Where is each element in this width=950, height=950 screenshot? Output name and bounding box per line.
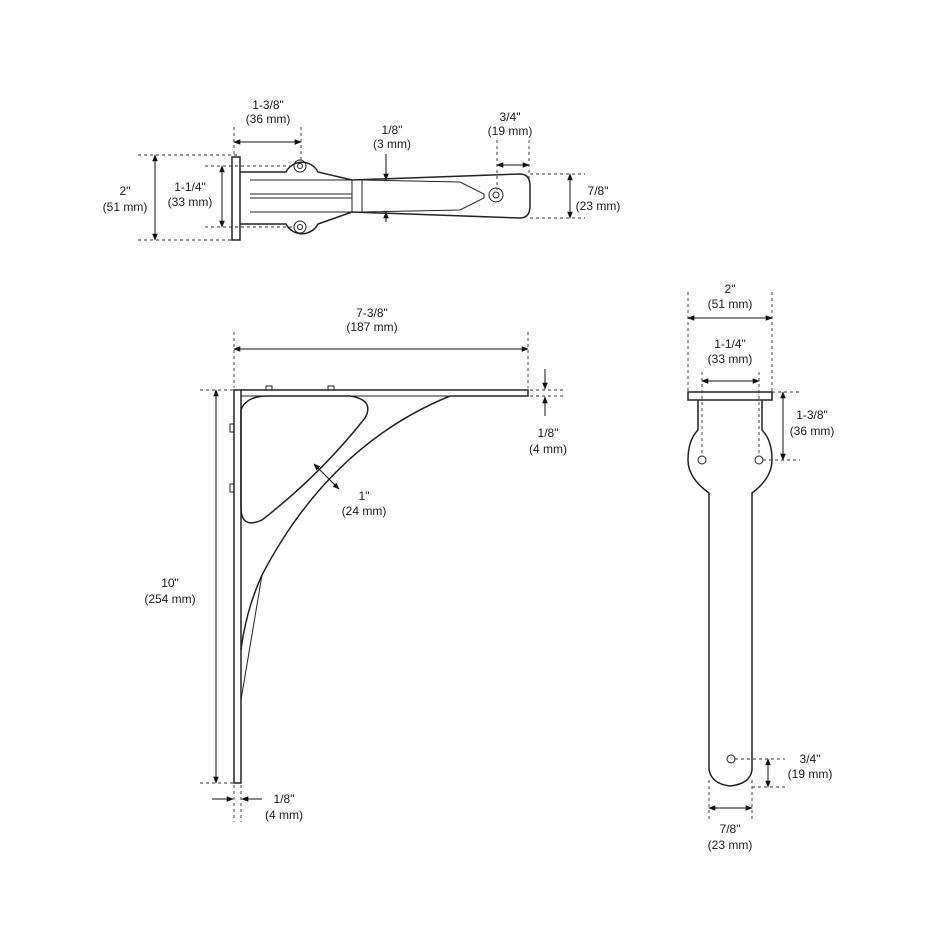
top-dim-plate-width-in: 2" [120,184,131,198]
top-dim-plate-width-mm: (51 mm) [103,200,148,214]
top-dim-plate-offset-mm: (36 mm) [246,112,291,126]
front-dim-leg-width-mm: (23 mm) [708,838,753,852]
top-dim-arm-width-mm: (23 mm) [576,199,621,213]
top-dim-hole-spacing-mm: (33 mm) [168,195,213,209]
top-view: 1-3/8" (36 mm) 1/8" (3 mm) 3/4" (19 mm) … [103,98,621,241]
front-dim-hole-drop-in: 1-3/8" [796,408,828,422]
front-dim-bottom-hole-mm: (19 mm) [788,767,833,781]
front-dim-plate-width-in: 2" [725,282,736,296]
front-dim-bottom-hole-in: 3/4" [800,752,821,766]
side-view: 7-3/8" (187 mm) 1/8" (4 mm) 1" (24 mm) 1… [144,306,567,822]
side-view-part-outline [229,385,529,784]
side-dim-top-thickness-mm: (4 mm) [529,442,567,456]
top-dim-slot-height-in: 1/8" [382,123,403,137]
front-dim-hole-spacing-in: 1-1/4" [714,337,746,351]
top-dim-hole-spacing-in: 1-1/4" [174,180,206,194]
front-dim-leg-width-in: 7/8" [720,822,741,836]
side-dim-top-thickness-in: 1/8" [538,426,559,440]
side-dim-depth-in: 7-3/8" [356,306,388,320]
top-dim-arm-width-in: 7/8" [588,184,609,198]
side-dim-height-in: 10" [161,576,179,590]
side-dim-brace-width-mm: (24 mm) [342,504,387,518]
side-dim-depth-mm: (187 mm) [346,320,397,334]
side-dim-height-mm: (254 mm) [144,592,195,606]
top-view-dimension-lines [138,127,585,241]
front-dim-hole-drop-mm: (36 mm) [790,424,835,438]
side-dim-plate-thickness-mm: (4 mm) [265,808,303,822]
top-dim-slot-height-mm: (3 mm) [373,137,411,151]
top-dim-end-hole-in: 3/4" [500,110,521,124]
front-view: 2" (51 mm) 1-1/4" (33 mm) 1-3/8" (36 mm)… [687,282,835,852]
front-dim-hole-spacing-mm: (33 mm) [708,352,753,366]
side-view-dimension-lines [200,332,565,822]
side-dim-plate-thickness-in: 1/8" [274,792,295,806]
front-dim-plate-width-mm: (51 mm) [708,297,753,311]
top-dim-end-hole-mm: (19 mm) [488,124,533,138]
top-dim-plate-offset-in: 1-3/8" [252,98,284,112]
side-dim-brace-width-in: 1" [359,489,370,503]
front-view-dimension-lines [687,292,800,822]
top-view-part-outline [231,156,531,241]
